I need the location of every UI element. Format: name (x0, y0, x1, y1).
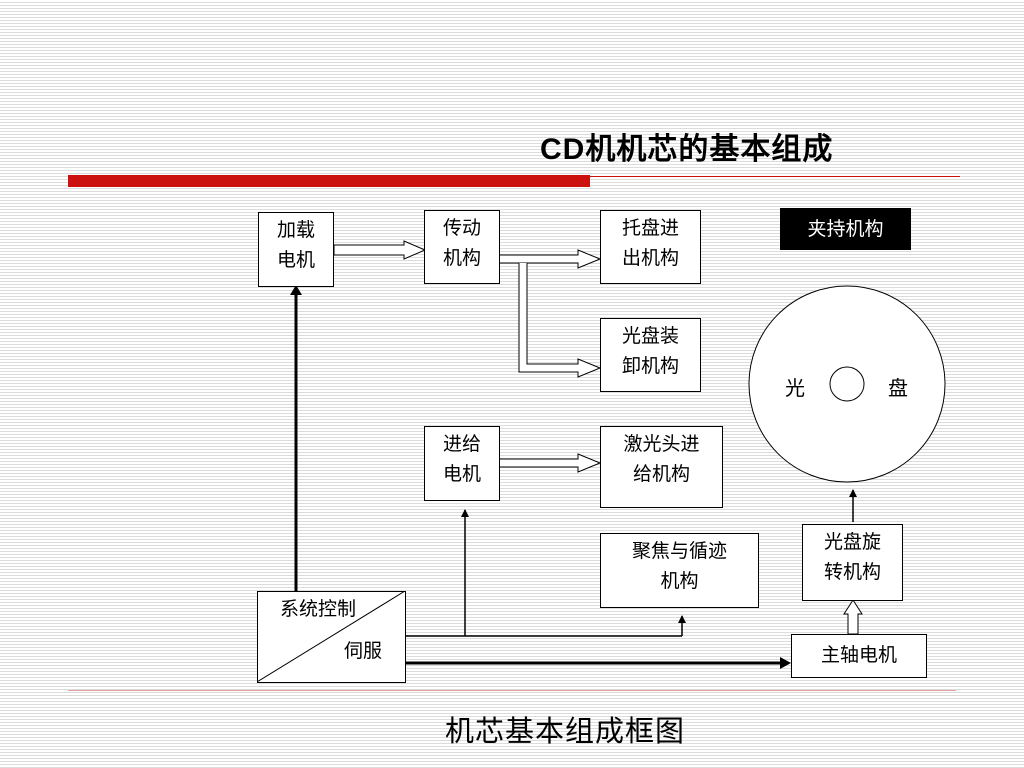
servo-diagonal (257, 591, 406, 683)
title-rest: 机机芯的基本组成 (585, 132, 834, 167)
node-servo: 系统控制 伺服 (257, 591, 406, 683)
node-laser-feed: 激光头进 给机构 (600, 426, 723, 508)
node-transmission: 传动 机构 (424, 210, 500, 284)
figure-caption: 机芯基本组成框图 (445, 714, 686, 748)
node-disc-load: 光盘装 卸机构 (600, 318, 701, 392)
arrow-transmission-to-tray (498, 249, 602, 269)
footer-rule (68, 690, 956, 691)
node-focus-track: 聚焦与循迹 机构 (600, 533, 759, 608)
arrow-spindle-to-rotate (843, 599, 863, 635)
servo-label-system-control: 系统控制 (280, 598, 357, 620)
disc-label-right: 盘 (888, 376, 908, 400)
arrow-transmission-to-disc-load (518, 263, 602, 378)
label-clamp: 夹持机构 (780, 208, 911, 250)
title-thin-rule (590, 176, 960, 177)
servo-label-servo: 伺服 (344, 640, 383, 662)
disc-label-left: 光 (785, 376, 805, 400)
node-load-motor: 加载 电机 (258, 212, 334, 287)
arrow-feed-to-laser (498, 453, 602, 473)
node-tray: 托盘进 出机构 (600, 210, 701, 284)
node-spindle-motor: 主轴电机 (791, 634, 927, 678)
title-latin: CD (540, 133, 586, 166)
node-disc-rotate: 光盘旋 转机构 (802, 524, 903, 601)
title-accent-bar (68, 175, 590, 187)
arrowhead-spindle (780, 657, 791, 669)
arrowhead-load (290, 285, 302, 295)
disc-hub-icon (829, 366, 865, 402)
slide-title: CD机机芯的基本组成 (540, 124, 833, 168)
arrow-load-to-transmission (333, 240, 427, 260)
node-feed-motor: 进给 电机 (424, 426, 500, 501)
